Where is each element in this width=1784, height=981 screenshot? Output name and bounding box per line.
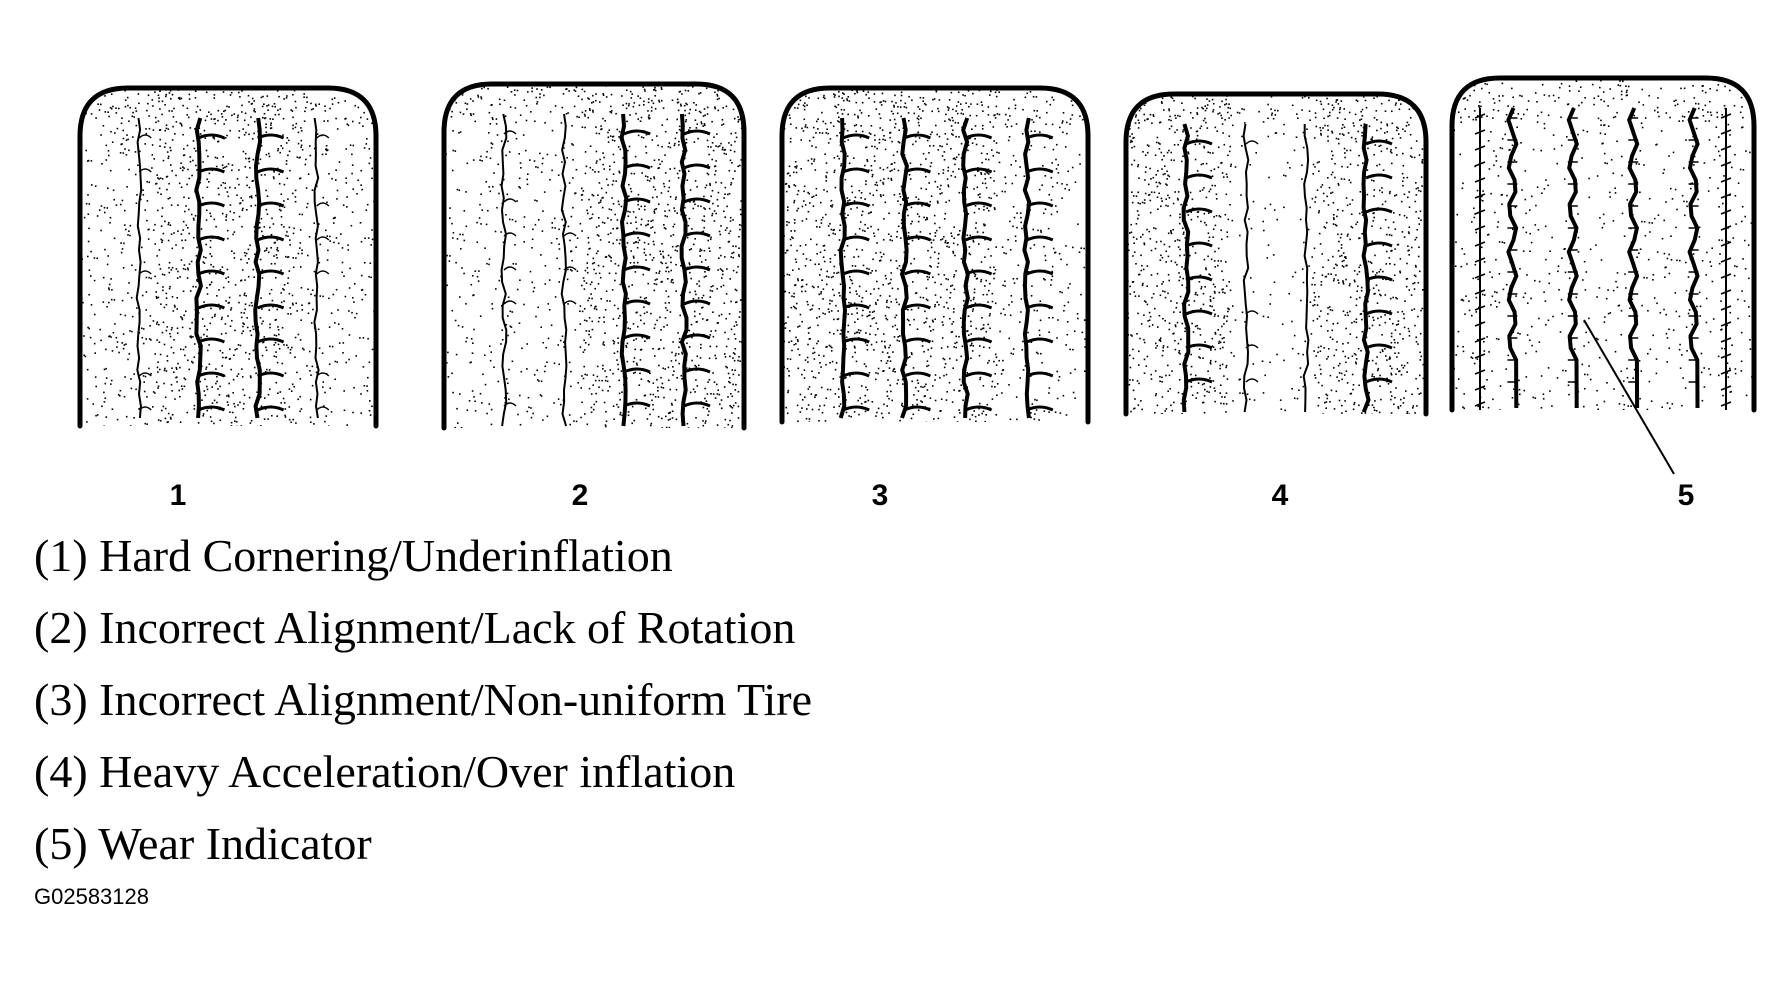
legend-item-3: (3) Incorrect Alignment/Non-uniform Tire	[34, 674, 813, 725]
legend-item-4: (4) Heavy Acceleration/Over inflation	[34, 746, 736, 797]
tire-number-1: 1	[169, 479, 187, 512]
tire-number-4: 4	[1271, 479, 1289, 512]
tire-number-2: 2	[571, 479, 589, 512]
tire-number-5: 5	[1677, 479, 1695, 512]
figure-code: G02583128	[34, 884, 149, 909]
legend-item-5: (5) Wear Indicator	[34, 818, 372, 869]
tire-3	[779, 85, 1091, 425]
legend-item-1: (1) Hard Cornering/Underinflation	[34, 530, 673, 581]
wear-indicator-leader-line	[1583, 319, 1675, 475]
tire-1	[77, 85, 379, 429]
tire-number-3: 3	[871, 479, 889, 512]
tire-4	[1123, 91, 1429, 417]
legend-list: (1) Hard Cornering/Underinflation (2) In…	[34, 520, 812, 880]
legend-item-2: (2) Incorrect Alignment/Lack of Rotation	[34, 602, 796, 653]
tire-wear-diagram	[77, 75, 1757, 475]
tire-2	[441, 81, 747, 431]
tire-5	[1449, 75, 1757, 413]
